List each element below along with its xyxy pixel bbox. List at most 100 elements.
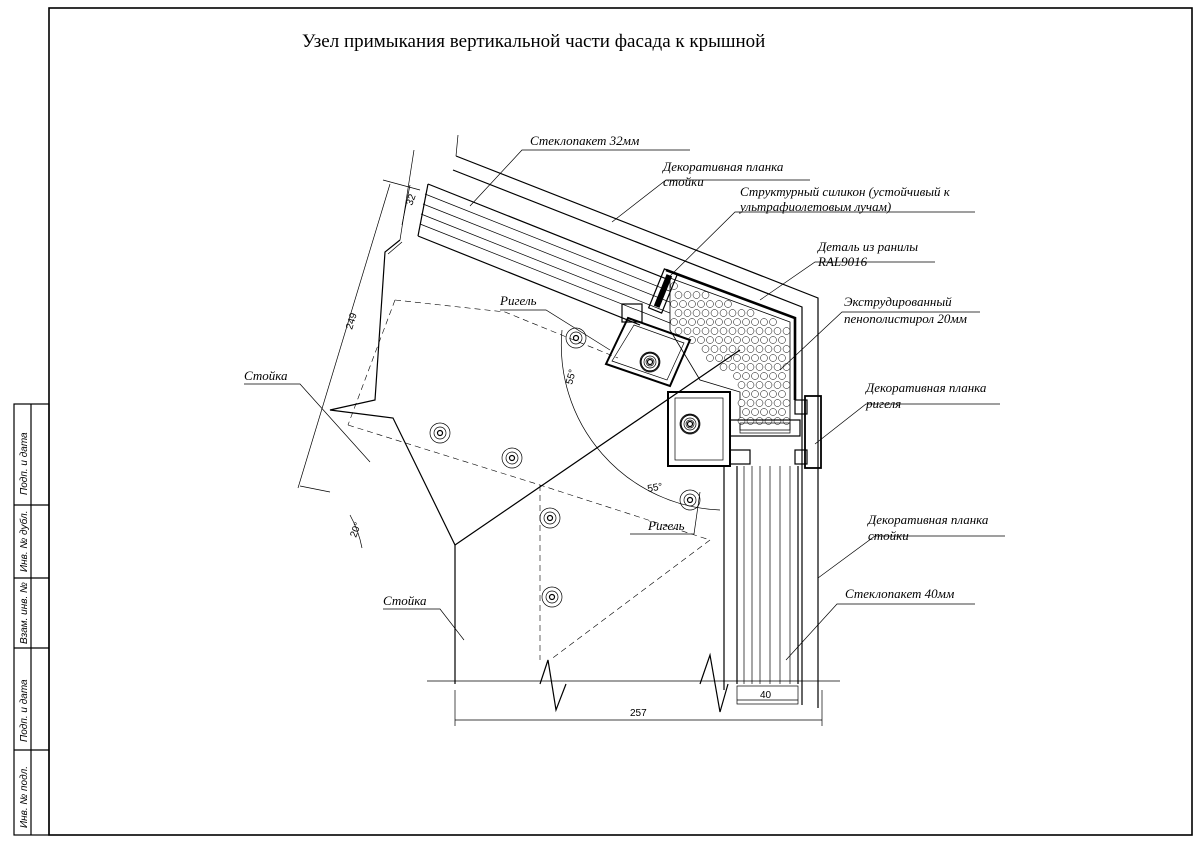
label-ranila-1: Деталь из ранилы	[816, 239, 918, 254]
foam-cell	[742, 318, 750, 326]
foam-cell	[778, 336, 786, 344]
bolt-mark	[686, 496, 694, 504]
foam-cell	[773, 327, 782, 335]
foam-insulation	[669, 277, 791, 431]
bolt-mark	[541, 586, 563, 608]
foam-cell	[706, 354, 714, 362]
foam-cell	[692, 309, 701, 317]
foam-cell	[674, 309, 683, 317]
bolt-mark	[572, 334, 580, 342]
label-glass-32: Стеклопакет 32мм	[530, 133, 639, 148]
bolt-mark	[683, 417, 697, 431]
foam-cell	[773, 345, 782, 353]
foam-cell	[742, 408, 750, 416]
dim-257-text: 257	[630, 708, 647, 719]
foam-cell	[755, 399, 764, 407]
foam-cell	[737, 327, 746, 335]
foam-cell	[751, 318, 759, 326]
ranila-detail	[665, 268, 797, 400]
foam-cell	[719, 327, 728, 335]
foam-cell	[778, 390, 786, 398]
foam-cell	[751, 336, 759, 344]
foam-cell	[728, 345, 737, 353]
dimension-249	[297, 179, 421, 493]
foam-cell	[760, 354, 768, 362]
angle-left-text: 20°	[348, 521, 364, 539]
bolt-mark	[639, 351, 661, 373]
foam-cell	[773, 417, 782, 425]
angle-top-text: 55°	[564, 368, 579, 385]
bolt-mark	[436, 429, 444, 437]
foam-cell	[746, 399, 755, 407]
foam-cell	[719, 309, 728, 317]
dimension-32	[401, 184, 411, 226]
dimension-257	[454, 690, 823, 726]
foam-cell	[769, 372, 777, 380]
label-deco-post-top-2: стойки	[663, 174, 704, 189]
hidden-lines	[347, 299, 711, 661]
foam-cell	[679, 300, 687, 308]
foam-cell	[683, 327, 692, 335]
foam-cell	[733, 354, 741, 362]
angle-arc-20	[349, 514, 363, 549]
dim-32-text: 32	[404, 192, 418, 207]
foam-cell	[773, 381, 782, 389]
vertical-glass-unit	[723, 466, 799, 690]
stamp-orig-inv: Инв. № подл.	[19, 766, 30, 828]
leader-lines	[244, 149, 1005, 661]
foam-cell	[683, 291, 692, 299]
foam-cell	[737, 309, 746, 317]
foam-cell	[773, 363, 782, 371]
foam-cell	[742, 336, 750, 344]
stamp-replace-inv: Взам. инв. №	[19, 582, 30, 644]
foam-cell	[742, 372, 750, 380]
foam-cell	[769, 318, 777, 326]
bolt-mark	[643, 355, 657, 369]
mullion-bottom	[427, 652, 840, 713]
foam-cell	[719, 363, 728, 371]
foam-cell	[733, 336, 741, 344]
label-silicone-1: Структурный силикон (устойчивый к	[740, 184, 951, 199]
bolt-mark	[569, 331, 583, 345]
bolt-mark	[548, 593, 556, 601]
label-rigel-top: Ригель	[499, 293, 537, 308]
bolt-mark	[679, 413, 701, 435]
foam-cell	[746, 345, 755, 353]
foam-cell	[701, 327, 710, 335]
foam-cell	[782, 399, 791, 407]
stamp-dup-inv: Инв. № дубл.	[18, 511, 30, 573]
side-stamp: Подп. и дата Инв. № дубл. Взам. инв. № П…	[13, 403, 50, 836]
foam-cell	[728, 327, 737, 335]
foam-cell	[746, 363, 755, 371]
bolt-mark	[543, 511, 557, 525]
foam-cell	[764, 381, 773, 389]
dimension-40	[736, 685, 799, 705]
foam-cell	[755, 327, 764, 335]
foam-cell	[751, 372, 759, 380]
bolt-mark	[565, 327, 587, 349]
foam-cell	[751, 408, 759, 416]
foam-cell	[692, 291, 701, 299]
foam-cell	[724, 300, 732, 308]
foam-cell	[701, 309, 710, 317]
foam-cell	[773, 399, 782, 407]
bolt-mark	[505, 451, 519, 465]
label-glass-40: Стеклопакет 40мм	[845, 586, 954, 601]
foam-cell	[764, 417, 773, 425]
bolt-mark	[501, 447, 523, 469]
foam-cell	[697, 300, 705, 308]
foam-cell	[755, 345, 764, 353]
foam-cell	[742, 390, 750, 398]
foam-cell	[742, 354, 750, 362]
foam-cell	[706, 336, 714, 344]
foam-cell	[764, 327, 773, 335]
foam-cell	[755, 363, 764, 371]
foam-cell	[679, 318, 687, 326]
foam-cell	[670, 300, 678, 308]
foam-cell	[737, 417, 746, 425]
foam-cell	[782, 327, 791, 335]
foam-cell	[760, 336, 768, 344]
foam-cell	[737, 363, 746, 371]
label-eps-1: Экструдированный	[844, 294, 952, 309]
foam-cell	[701, 345, 710, 353]
